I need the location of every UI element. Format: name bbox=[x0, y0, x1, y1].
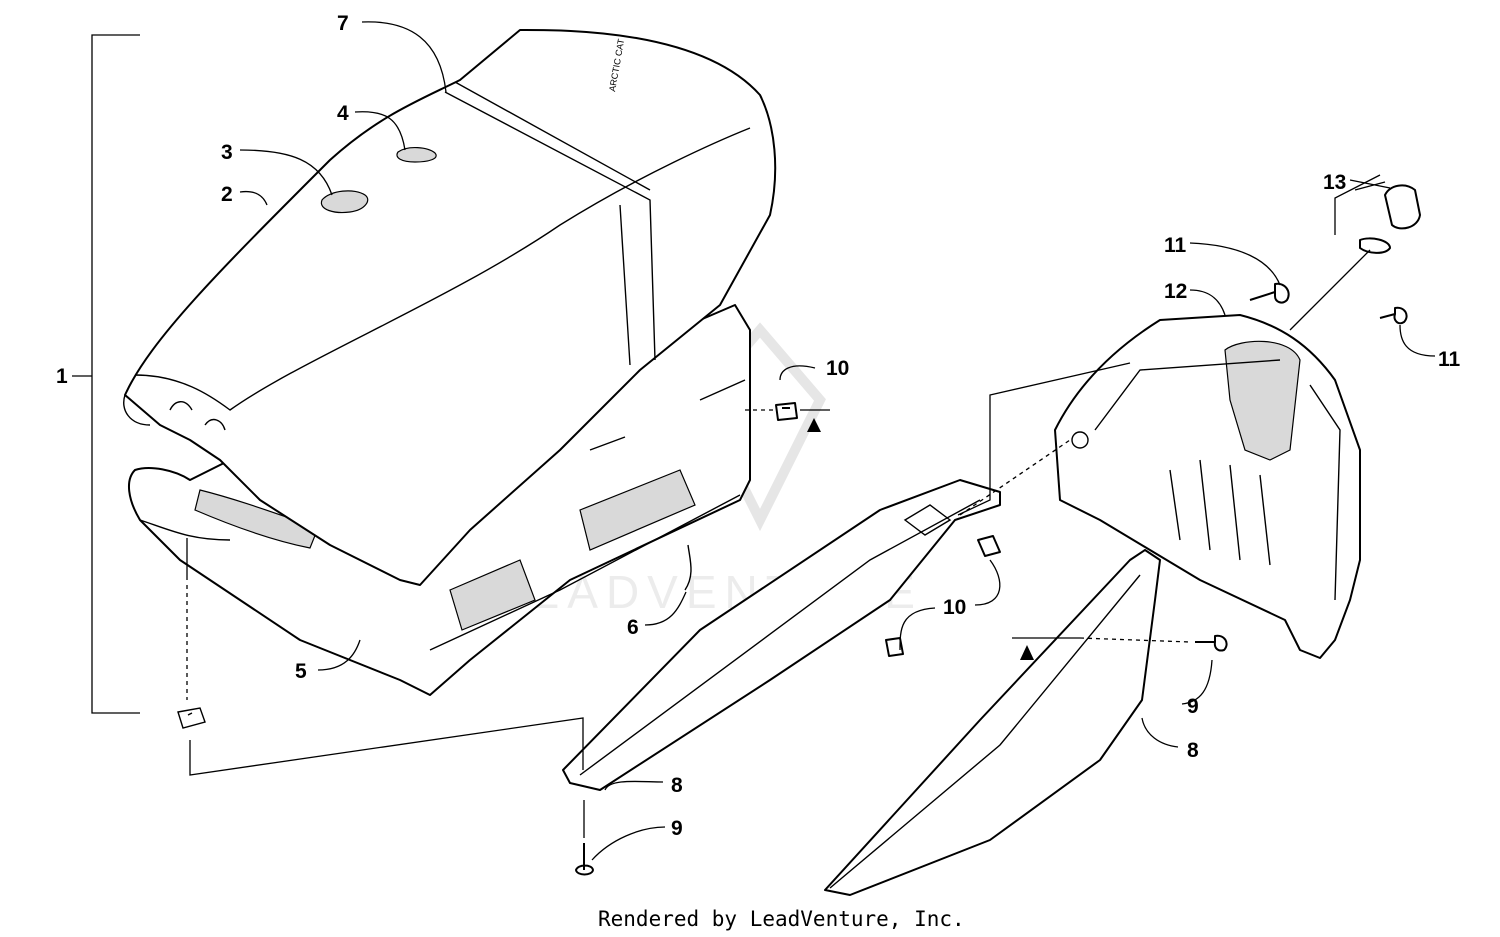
screw-11b bbox=[1379, 306, 1408, 325]
callout-2: 2 bbox=[221, 183, 233, 206]
callout-11-right: 11 bbox=[1438, 348, 1461, 371]
screw-9b bbox=[1195, 634, 1228, 652]
side-panel-right bbox=[824, 549, 1161, 896]
assembly-bracket bbox=[72, 34, 140, 714]
callout-9-right: 9 bbox=[1187, 695, 1199, 718]
rear-storage-box bbox=[1054, 314, 1361, 659]
screw-9a bbox=[575, 843, 594, 876]
callout-8-left: 8 bbox=[671, 774, 683, 797]
callout-5: 5 bbox=[295, 660, 307, 683]
clip-10b bbox=[977, 535, 1001, 557]
clip-10a bbox=[775, 402, 798, 421]
screw-11a bbox=[1249, 282, 1290, 304]
callout-10-top: 10 bbox=[826, 357, 849, 380]
callout-11-top: 11 bbox=[1164, 234, 1187, 257]
callout-6: 6 bbox=[627, 616, 639, 639]
arrow-marker-a bbox=[807, 418, 821, 432]
clip-10c bbox=[885, 637, 904, 657]
arrow-marker-b bbox=[1020, 645, 1034, 660]
callout-13: 13 bbox=[1323, 171, 1346, 194]
callout-10-bottom: 10 bbox=[943, 596, 966, 619]
callout-leaders bbox=[239, 21, 1436, 861]
patch-3 bbox=[320, 190, 369, 214]
power-outlet bbox=[1359, 184, 1421, 254]
callout-7: 7 bbox=[337, 12, 349, 35]
side-rail-left bbox=[562, 479, 1001, 791]
callout-4: 4 bbox=[337, 102, 349, 125]
footer-credit: Rendered by LeadVenture, Inc. bbox=[598, 907, 965, 931]
patch-4 bbox=[396, 147, 437, 163]
callout-9-left: 9 bbox=[671, 817, 683, 840]
part-6-clip bbox=[684, 544, 692, 591]
seat-clip bbox=[177, 707, 206, 729]
callout-12: 12 bbox=[1164, 280, 1187, 303]
callout-8-right: 8 bbox=[1187, 739, 1199, 762]
callout-3: 3 bbox=[221, 141, 233, 164]
callout-1: 1 bbox=[56, 365, 68, 388]
seat-cushion: ARCTIC CAT bbox=[123, 28, 777, 586]
